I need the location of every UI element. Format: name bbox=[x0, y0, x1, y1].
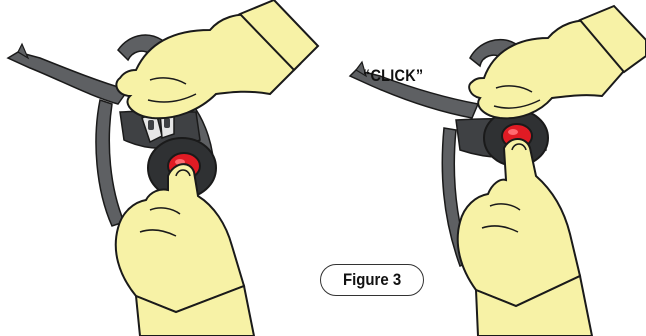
left-panel-top-hand bbox=[116, 0, 318, 118]
left-panel-bottom-hand bbox=[116, 164, 254, 336]
left-panel-shoulder-strap bbox=[8, 52, 128, 104]
figure-caption-text: Figure 3 bbox=[343, 270, 401, 290]
click-sound-label: “CLICK” bbox=[363, 66, 423, 86]
left-panel bbox=[8, 0, 318, 336]
right-panel-bottom-hand bbox=[458, 139, 592, 336]
left-panel-harness-straps bbox=[96, 100, 124, 226]
right-panel-top-hand bbox=[469, 6, 646, 118]
figure-caption-badge: Figure 3 bbox=[320, 264, 424, 296]
